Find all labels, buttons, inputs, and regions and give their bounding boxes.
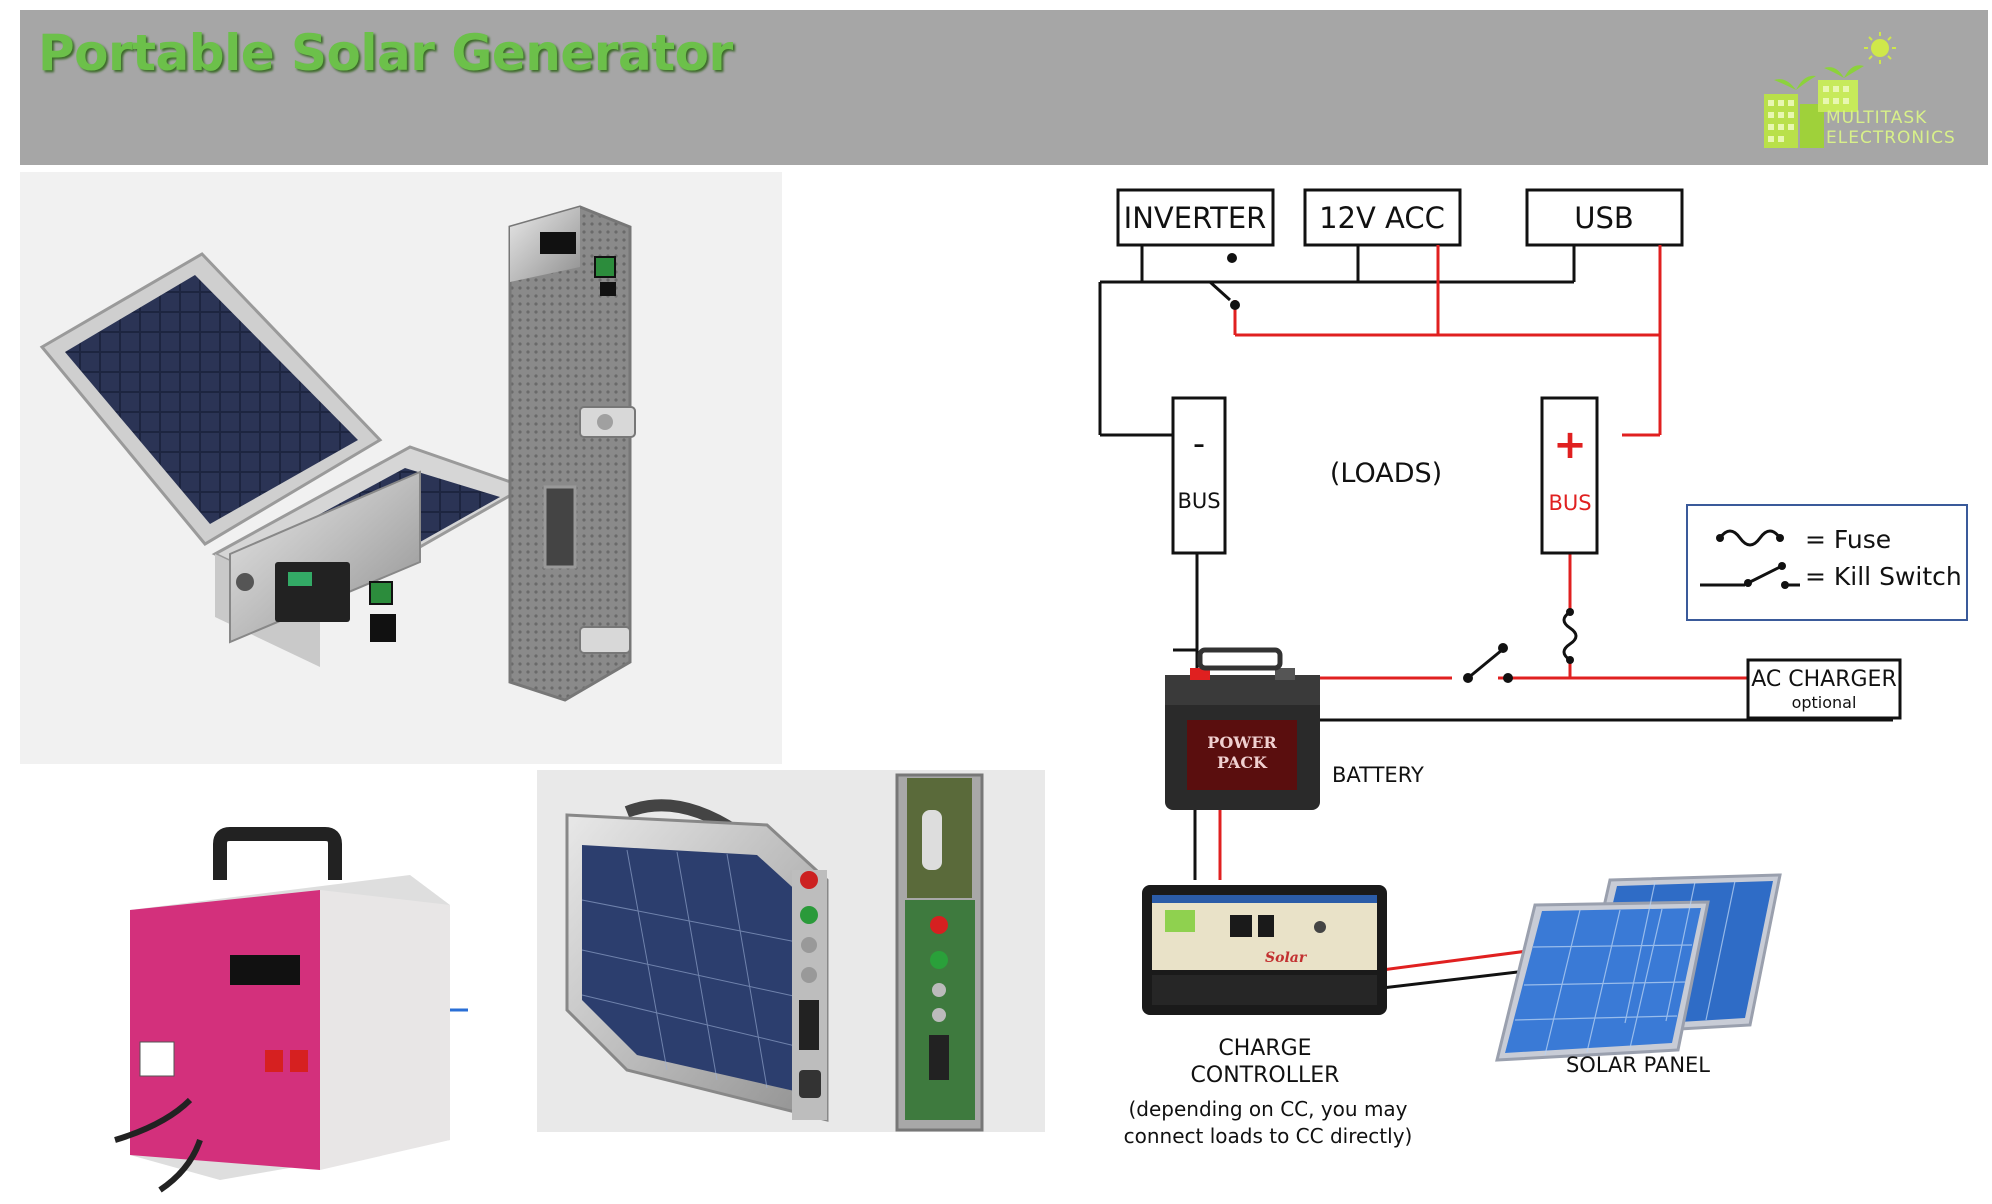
- logo-line1: MULTITASK: [1826, 108, 1928, 128]
- header-banner: Portable Solar Generator: [20, 10, 1988, 165]
- positive-bus-sign: +: [1553, 422, 1587, 468]
- legend-kill-switch-icon: [1700, 562, 1800, 589]
- battery-brand-line1: POWER: [1207, 733, 1277, 752]
- legend-box: [1686, 504, 1968, 621]
- inverter-label: INVERTER: [1124, 201, 1267, 235]
- charge-controller-icon: Solar: [1142, 885, 1387, 1015]
- usb-label: USB: [1574, 201, 1634, 235]
- solar-panel-icon: [1495, 873, 1782, 1062]
- usb-box: [1525, 188, 1684, 247]
- positive-bus-label: BUS: [1548, 491, 1591, 515]
- legend-kill-switch-label: = Kill Switch: [1805, 562, 1962, 591]
- logo-line2: ELECTRONICS: [1826, 128, 1956, 148]
- charge-controller-brand: Solar: [1265, 950, 1308, 966]
- charge-controller-label-2: CONTROLLER: [1191, 1063, 1340, 1088]
- positive-bus: [1540, 396, 1599, 555]
- negative-bus-sign: -: [1193, 424, 1205, 464]
- photo-solar-briefcase: [537, 770, 1045, 1132]
- ac-charger-box: [1746, 658, 1902, 720]
- ac-charger-note: optional: [1792, 693, 1857, 712]
- inverter-box: [1116, 188, 1275, 247]
- sun-icon: [1864, 32, 1896, 64]
- negative-wires: [1098, 245, 1893, 880]
- logo-text: MULTITASK ELECTRONICS: [1826, 108, 1956, 148]
- battery-kill-switch-icon: [1463, 643, 1513, 683]
- wiring-diagram: INVERTER 12V ACC USB: [1090, 170, 1990, 1200]
- acc-label: 12V ACC: [1319, 201, 1445, 235]
- negative-bus: [1171, 396, 1227, 555]
- charge-controller-note-2: connect loads to CC directly): [1124, 1124, 1413, 1148]
- acc-box: [1303, 188, 1462, 247]
- battery-label: BATTERY: [1332, 763, 1424, 787]
- photo-solar-suitcase: [20, 172, 782, 764]
- legend-fuse-icon: [1718, 529, 1782, 547]
- inverter-kill-switch-icon: [1208, 253, 1240, 310]
- company-logo: MULTITASK ELECTRONICS: [1756, 32, 1992, 162]
- loads-label: (LOADS): [1330, 458, 1442, 489]
- page-title: Portable Solar Generator: [38, 24, 733, 82]
- photo-solar-power-system: [20, 770, 500, 1200]
- ac-charger-label: AC CHARGER: [1751, 667, 1897, 692]
- battery-brand-line2: PACK: [1217, 753, 1268, 772]
- negative-bus-label: BUS: [1177, 489, 1220, 513]
- fuse-icon: [1562, 610, 1578, 662]
- charge-controller-note-1: (depending on CC, you may: [1128, 1097, 1407, 1121]
- battery-icon: POWER PACK: [1165, 647, 1320, 810]
- solar-panel-label: SOLAR PANEL: [1566, 1053, 1710, 1077]
- charge-controller-label-1: CHARGE: [1218, 1036, 1311, 1061]
- legend-fuse-label: = Fuse: [1805, 525, 1891, 554]
